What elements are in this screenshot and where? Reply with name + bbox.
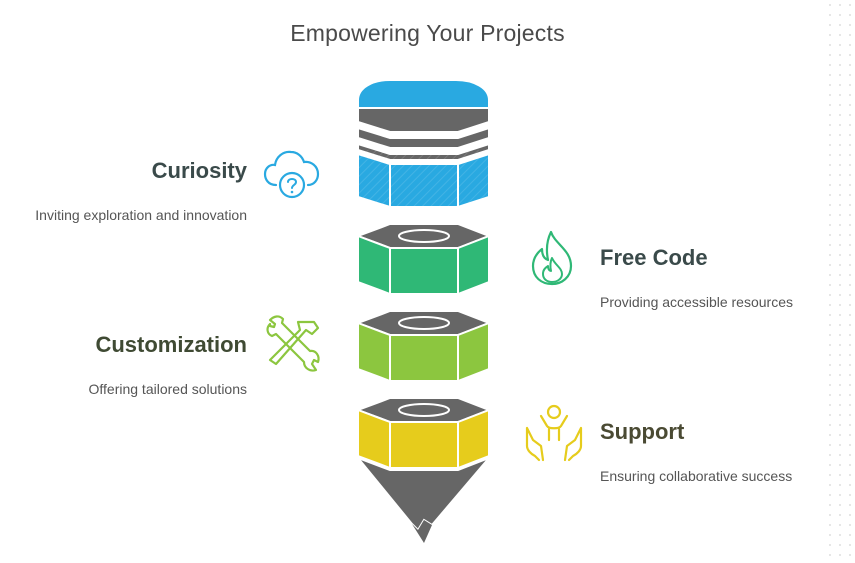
label-customization: Customization — [95, 332, 247, 357]
tools-icon — [266, 315, 320, 372]
dotted-background — [825, 0, 855, 563]
segment-support — [354, 397, 492, 543]
description-customization: Offering tailored solutions — [88, 381, 248, 397]
description-curiosity: Inviting exploration and innovation — [35, 207, 247, 223]
page-title: Empowering Your Projects — [290, 20, 565, 46]
cloud-question-icon — [263, 150, 320, 199]
label-curiosity: Curiosity — [151, 158, 247, 183]
segment-free-code — [355, 223, 492, 296]
people-hands-icon — [525, 404, 583, 462]
segment-customization — [355, 310, 492, 383]
description-free-code: Providing accessible resources — [600, 294, 793, 310]
segment-curiosity — [357, 79, 490, 209]
description-support: Ensuring collaborative success — [600, 468, 793, 484]
label-free-code: Free Code — [600, 245, 708, 270]
flame-icon — [531, 230, 573, 286]
label-support: Support — [600, 419, 685, 444]
